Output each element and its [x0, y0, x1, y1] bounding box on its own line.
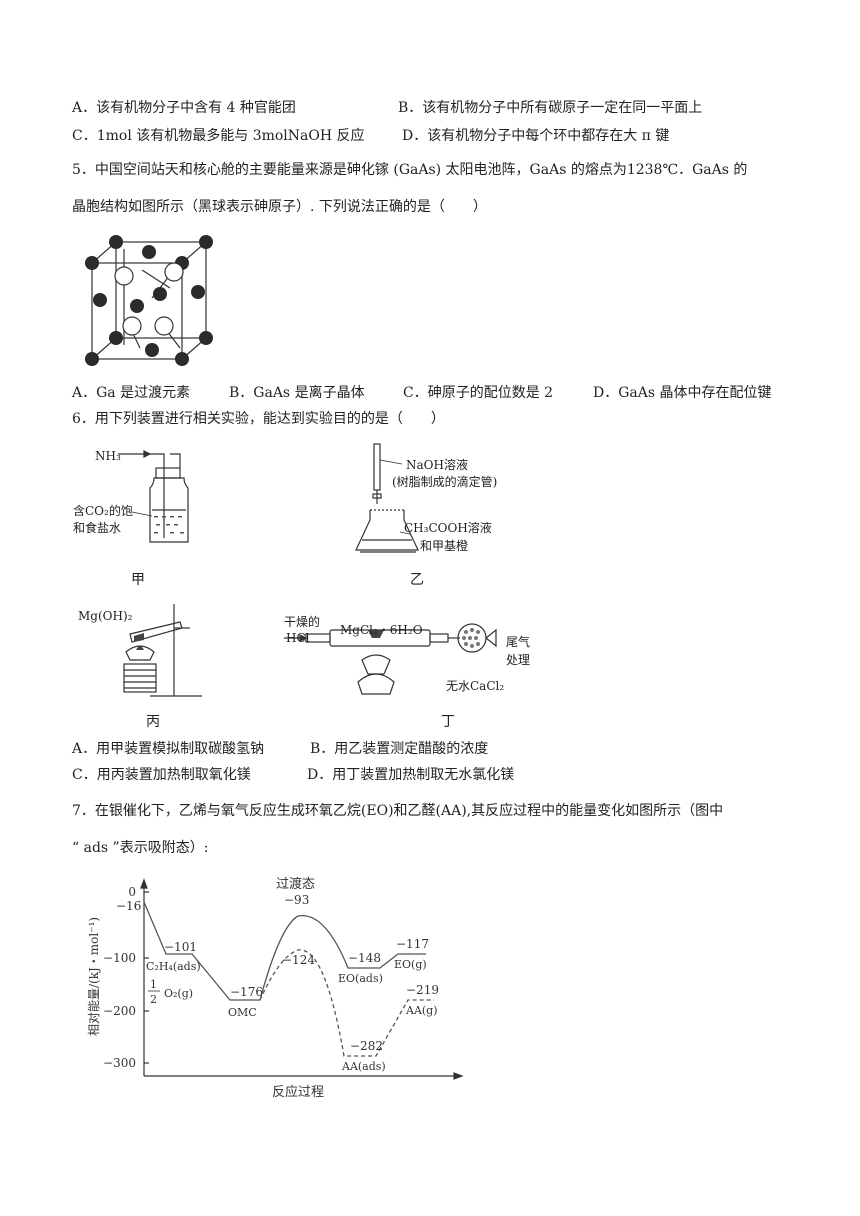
- ytick-0: 0: [128, 885, 136, 899]
- energy-profile-chart: 0 −100 −200 −300 −16 −101 C₂H₄(ads) 1 2 …: [87, 876, 464, 1100]
- yi-label1-line1: NaOH溶液: [406, 458, 468, 472]
- q6-option-c: C．用丙装置加热制取氧化镁: [72, 767, 251, 783]
- label-omc-value: −176: [230, 985, 263, 999]
- ytick-200: −200: [103, 1004, 136, 1018]
- ding-gas-line2: HCl: [286, 631, 310, 645]
- yi-label2-line1: CH₃COOH溶液: [404, 521, 492, 535]
- ding-reagent-label: MgCl₂・6H₂O: [340, 623, 423, 637]
- half-denominator: 2: [150, 993, 157, 1006]
- transition-state-caption: 过渡态: [276, 876, 315, 892]
- label-ts-eo-value: −93: [284, 893, 309, 907]
- jia-caption: 甲: [131, 572, 145, 588]
- label-eo-g-name: EO(g): [394, 958, 427, 971]
- q5-option-a: A．Ga 是过渡元素: [72, 385, 191, 401]
- q6-option-d: D．用丁装置加热制取无水氯化镁: [307, 767, 515, 783]
- q5-option-d: D．GaAs 晶体中存在配位键: [593, 385, 772, 401]
- apparatus-jia: [118, 450, 189, 543]
- apparatus-bing: [123, 604, 202, 697]
- q4-option-b: B．该有机物分子中所有碳原子一定在同一平面上: [398, 100, 703, 116]
- q4-option-c: C．1mol 该有机物最多能与 3molNaOH 反应: [72, 128, 365, 144]
- ding-gas-line1: 干燥的: [284, 615, 321, 629]
- label-eo-g-value: −117: [396, 937, 429, 951]
- jia-label-line1: 含CO₂的饱: [73, 504, 133, 518]
- label-aa-ads-value: −282: [350, 1039, 383, 1053]
- q7-stem-line1: 7．在银催化下，乙烯与氧气反应生成环氧乙烷(EO)和乙醛(AA),其反应过程中的…: [72, 803, 724, 819]
- ytick-300: −300: [103, 1056, 136, 1070]
- half-numerator: 1: [150, 978, 157, 991]
- label-omc-name: OMC: [228, 1006, 257, 1019]
- label-aa-g-value: −219: [406, 983, 439, 997]
- jia-label-line2: 和食盐水: [73, 521, 122, 535]
- apparatus-yi: [355, 443, 419, 553]
- ding-dryer-label: 无水CaCl₂: [446, 679, 505, 693]
- label-aa-ads-name: AA(ads): [341, 1060, 386, 1073]
- yi-label2-line2: 和甲基橙: [420, 539, 469, 553]
- apparatus-ding: [284, 623, 497, 695]
- label-o2: O₂(g): [164, 987, 193, 1000]
- q7-stem-line2: “ ads ”表示吸附态）:: [72, 840, 209, 856]
- label-eo-ads-value: −148: [348, 951, 381, 965]
- q5-stem-line1: 5．中国空间站天和核心舱的主要能量来源是砷化镓 (GaAs) 太阳电池阵，GaA…: [72, 162, 748, 178]
- jia-gas-label: NH₃: [95, 449, 121, 463]
- bing-caption: 丙: [146, 714, 160, 730]
- yi-caption: 乙: [410, 572, 424, 588]
- q6-option-b: B．用乙装置测定醋酸的浓度: [310, 741, 489, 757]
- aa-path: [259, 949, 434, 1057]
- q4-option-a: A．该有机物分子中含有 4 种官能团: [72, 100, 296, 116]
- x-axis-label: 反应过程: [272, 1084, 324, 1100]
- start-value-label: −16: [116, 899, 141, 913]
- ding-tail-line2: 处理: [506, 653, 531, 667]
- q5-option-b: B．GaAs 是离子晶体: [229, 385, 365, 401]
- label-ts-aa-value: −124: [282, 953, 315, 967]
- ding-caption: 丁: [441, 714, 455, 730]
- label-c2h4-value: −101: [164, 940, 197, 954]
- y-axis-label: 相对能量/(kJ・mol⁻¹): [87, 917, 101, 1036]
- label-eo-ads-name: EO(ads): [338, 972, 383, 985]
- ding-tail-line1: 尾气: [506, 635, 531, 649]
- q5-stem-line2: 晶胞结构如图所示（黑球表示砷原子）. 下列说法正确的是（ ）: [72, 199, 487, 215]
- q6-option-a: A．用甲装置模拟制取碳酸氢钠: [72, 741, 265, 757]
- bing-label: Mg(OH)₂: [78, 609, 133, 623]
- q5-option-c: C．砷原子的配位数是 2: [403, 385, 554, 401]
- q6-stem: 6．用下列装置进行相关实验，能达到实验目的的是（ ）: [72, 411, 445, 427]
- gaas-unit-cell-figure: [85, 235, 213, 366]
- yi-label1-line2: (树脂制成的滴定管): [392, 475, 498, 489]
- label-c2h4-name: C₂H₄(ads): [146, 960, 201, 973]
- chart-axes: [140, 878, 464, 1080]
- q4-option-d: D．该有机物分子中每个环中都存在大 π 键: [402, 128, 670, 144]
- ytick-100: −100: [103, 951, 136, 965]
- label-aa-g-name: AA(g): [405, 1004, 438, 1017]
